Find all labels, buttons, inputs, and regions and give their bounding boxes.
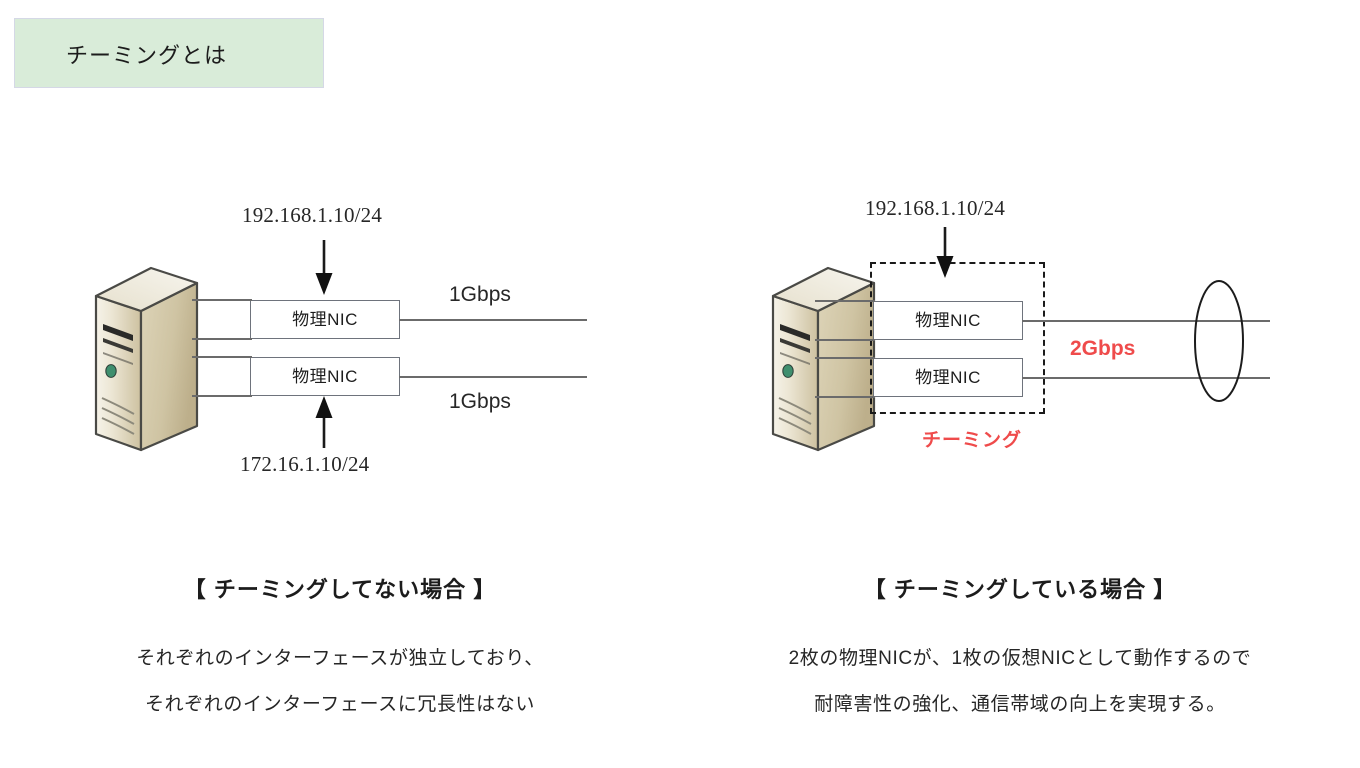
nic-box-right-2: 物理NIC [873, 358, 1023, 397]
caption-line1-left: それぞれのインターフェースが独立しており、 [136, 648, 544, 669]
caption-line2-right: 耐障害性の強化、通信帯域の向上を実現する。 [814, 694, 1226, 715]
caption-heading-left: 【 チーミングしてない場合 】 [183, 577, 497, 602]
arrow-down-right [933, 227, 957, 284]
nic-box-left-1: 物理NIC [250, 300, 400, 339]
caption-line2-left: それぞれのインターフェースに冗長性はない [145, 694, 535, 715]
diagram-no-teaming: 192.168.1.10/24 物理NIC 物理NIC 1Gbps 1Gbps … [93, 203, 587, 715]
caption-line1-right: 2枚の物理NICが、1枚の仮想NICとして動作するので [788, 648, 1252, 669]
speed-label-left-1: 1Gbps [449, 283, 511, 306]
server-nic-stub-bottom-left [192, 395, 252, 397]
ip-label-top-right: 192.168.1.10/24 [865, 196, 1006, 220]
diagram-with-teaming: 192.168.1.10/24 物理NIC 物理NIC 2Gbps チーミング … [680, 0, 1360, 768]
server-tower-right [770, 258, 880, 452]
teaming-label: チーミング [922, 430, 1023, 451]
ip-label-top-left: 192.168.1.10/24 [242, 203, 383, 227]
cable-left-1 [399, 319, 587, 321]
server-nic-stub-top-right [815, 300, 875, 302]
cable-right-2 [1022, 377, 1270, 379]
page-title: チーミングとは [66, 43, 228, 68]
speed-label-left-2: 1Gbps [449, 390, 511, 413]
arrow-down-left [312, 240, 336, 301]
server-nic-stub-1b-left [192, 338, 252, 340]
ip-label-bottom-left: 172.16.1.10/24 [240, 452, 370, 476]
server-nic-stub-bottom-right [815, 396, 875, 398]
link-aggregation-ellipse [1190, 278, 1248, 409]
nic-box-left-2: 物理NIC [250, 357, 400, 396]
speed-label-right: 2Gbps [1070, 337, 1136, 360]
cable-left-2 [399, 376, 587, 378]
nic-box-right-1: 物理NIC [873, 301, 1023, 340]
nic-label: 物理NIC [915, 368, 981, 387]
server-tower-left [93, 258, 203, 452]
nic-label: 物理NIC [915, 311, 981, 330]
arrow-up-left [312, 396, 336, 453]
server-nic-stub-2a-right [815, 357, 875, 359]
server-nic-stub-1b-right [815, 339, 875, 341]
nic-label: 物理NIC [292, 310, 358, 329]
page-title-box [14, 18, 324, 88]
caption-heading-right: 【 チーミングしている場合 】 [863, 577, 1177, 602]
cable-right-1 [1022, 320, 1270, 322]
teaming-boundary [870, 262, 1045, 414]
nic-label: 物理NIC [292, 367, 358, 386]
server-nic-stub-top-left [192, 299, 252, 301]
server-nic-stub-2a-left [192, 356, 252, 358]
